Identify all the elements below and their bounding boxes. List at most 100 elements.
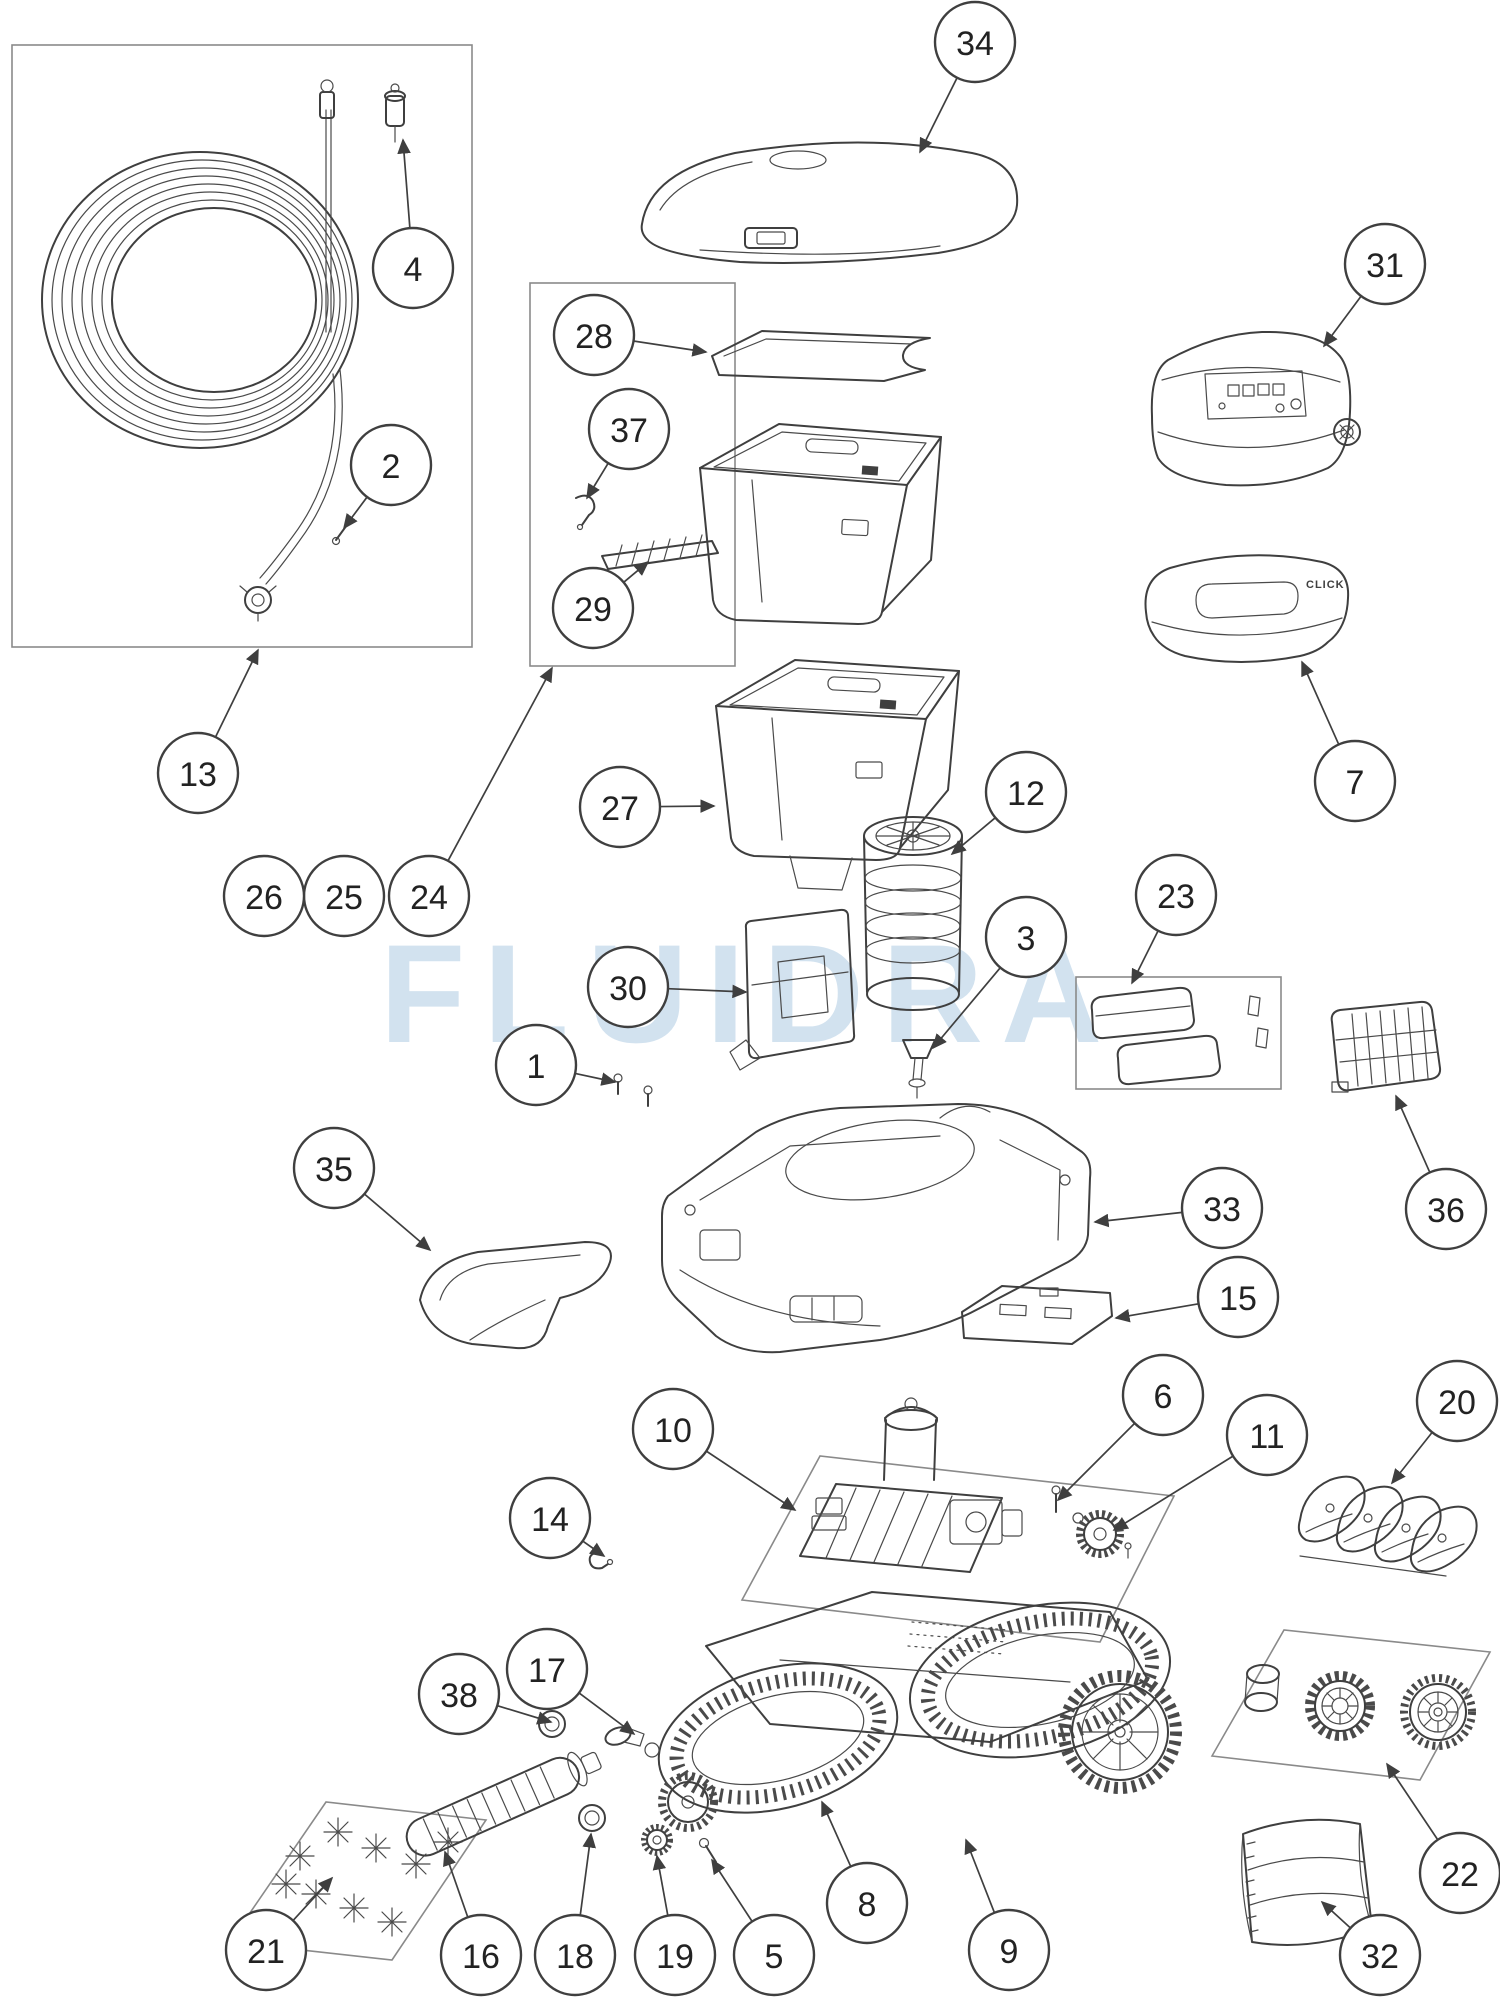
leader-line-32 [1320,1900,1352,1929]
callout-balloon-27 [578,765,662,849]
part-retainer-clip [575,494,596,531]
callout-9: 9 [964,1838,1051,1992]
leader-line-18 [579,1832,596,1916]
callout-7: 7 [1301,660,1397,823]
callout-4: 4 [371,138,455,310]
callout-number-20: 20 [1438,1384,1476,1422]
callout-number-3: 3 [1017,920,1036,958]
callout-19: 19 [633,1854,717,1997]
callout-14: 14 [508,1476,606,1560]
callout-balloon-31 [1343,222,1427,306]
part-latch-kit [1075,976,1282,1090]
part-screw [698,1837,717,1863]
callout-number-4: 4 [404,251,423,289]
leader-line-3 [931,967,1001,1050]
callout-26: 26 [222,854,306,938]
leader-line-22 [1386,1762,1439,1841]
callout-balloon-5 [732,1913,816,1997]
part-track-assembly [657,1591,1182,1832]
leader-line-14 [582,1540,606,1557]
callout-5: 5 [711,1858,816,1997]
callout-11: 11 [1112,1393,1309,1531]
callout-6: 6 [1056,1353,1205,1502]
callout-balloon-26 [222,854,306,938]
leader-line-28 [633,340,708,357]
callout-1: 1 [494,1023,617,1107]
callout-20: 20 [1390,1359,1499,1485]
callout-balloon-15 [1196,1255,1280,1339]
callout-number-32: 32 [1361,1938,1399,1976]
part-upper-basket [699,423,942,625]
callout-balloon-6 [1121,1353,1205,1437]
leader-line-1 [574,1072,617,1086]
callout-15: 15 [1114,1255,1280,1339]
part-vane-kit [1297,1475,1478,1577]
part-brush-kit [228,1801,488,1961]
callout-25: 25 [302,854,386,938]
callout-17: 17 [505,1627,636,1736]
part-lower-basket [715,659,960,891]
callout-number-15: 15 [1219,1280,1257,1318]
leader-line-7 [1301,660,1340,745]
callout-number-17: 17 [528,1652,566,1690]
caddy-click-label: CLICK [1306,579,1345,591]
leader-line-9 [964,1838,996,1914]
part-filter-kit-box [529,282,736,667]
callout-number-9: 9 [1000,1933,1019,1971]
callout-balloon-14 [508,1476,592,1560]
callout-number-27: 27 [601,790,639,828]
leader-line-38 [497,1704,553,1725]
callout-35: 35 [292,1126,432,1252]
leader-line-11 [1112,1455,1234,1531]
callout-number-23: 23 [1157,878,1195,916]
part-drive-gear [1072,1510,1132,1559]
part-locking-bracket [961,1285,1113,1345]
callout-34: 34 [919,0,1017,154]
callout-13: 13 [156,648,259,815]
leader-line-31 [1322,295,1362,348]
leader-line-12 [950,817,996,856]
callout-number-16: 16 [462,1938,500,1976]
leader-line-30 [667,984,748,999]
callout-balloon-19 [633,1913,717,1997]
leader-line-24 [447,666,553,862]
part-wheel-kit [1210,1629,1492,1781]
callout-number-35: 35 [315,1151,353,1189]
callout-12: 12 [950,750,1068,856]
part-side-door [729,908,856,1071]
callout-balloon-30 [586,945,670,1029]
leader-line-6 [1056,1422,1136,1502]
part-brush-roller [405,1751,602,1857]
callout-29: 29 [551,560,650,650]
part-axle-set [604,1726,660,1758]
callout-number-33: 33 [1203,1191,1241,1229]
callout-3: 3 [931,895,1068,1050]
callout-balloon-33 [1180,1166,1264,1250]
callout-number-10: 10 [654,1412,692,1450]
leader-line-21 [292,1876,334,1922]
callout-number-24: 24 [410,879,448,917]
callout-number-1: 1 [527,1048,546,1086]
callout-balloon-3 [984,895,1068,979]
part-body-shell [661,1103,1092,1354]
callout-number-12: 12 [1007,775,1045,813]
callout-32: 32 [1320,1900,1422,1997]
callout-number-19: 19 [656,1938,694,1976]
leader-line-17 [578,1692,636,1736]
callout-31: 31 [1322,222,1427,348]
callout-number-31: 31 [1366,247,1404,285]
leader-line-19 [652,1854,669,1916]
part-side-wing [419,1241,612,1350]
callout-number-2: 2 [382,448,401,486]
callout-balloon-17 [505,1627,589,1711]
callout-number-6: 6 [1154,1378,1173,1416]
leader-line-20 [1390,1431,1433,1485]
callout-balloon-20 [1415,1359,1499,1443]
callout-balloon-28 [552,293,636,377]
callout-balloon-16 [439,1913,523,1997]
callout-number-11: 11 [1249,1418,1284,1456]
leader-line-8 [821,1800,852,1867]
callout-38: 38 [417,1652,553,1736]
